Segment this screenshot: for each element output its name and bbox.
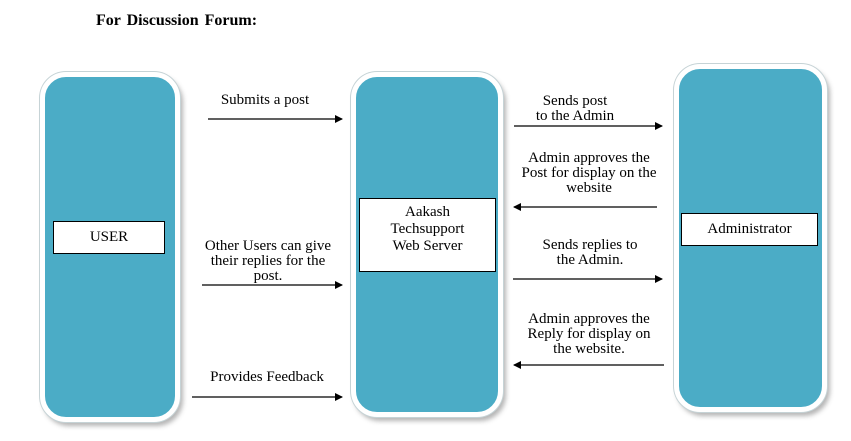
user-node: USER (53, 221, 165, 254)
submits-post-label: Submits a post (220, 92, 310, 108)
administrator-node: Administrator (681, 213, 818, 246)
send-replies-to-admin-label: Sends replies to the Admin. (542, 237, 638, 268)
diagram-title: For Discussion Forum: (96, 12, 258, 29)
provides-feedback-label: Provides Feedback (210, 369, 324, 385)
other-users-reply-label: Other Users can give their replies for t… (204, 238, 332, 284)
send-post-to-admin-label: Sends post to the Admin (535, 93, 615, 124)
server-node: Aakash Techsupport Web Server (359, 198, 496, 272)
admin-approves-post-label: Admin approves the Post for display on t… (521, 150, 657, 196)
admin-approves-reply-label: Admin approves the Reply for display on … (527, 311, 651, 357)
